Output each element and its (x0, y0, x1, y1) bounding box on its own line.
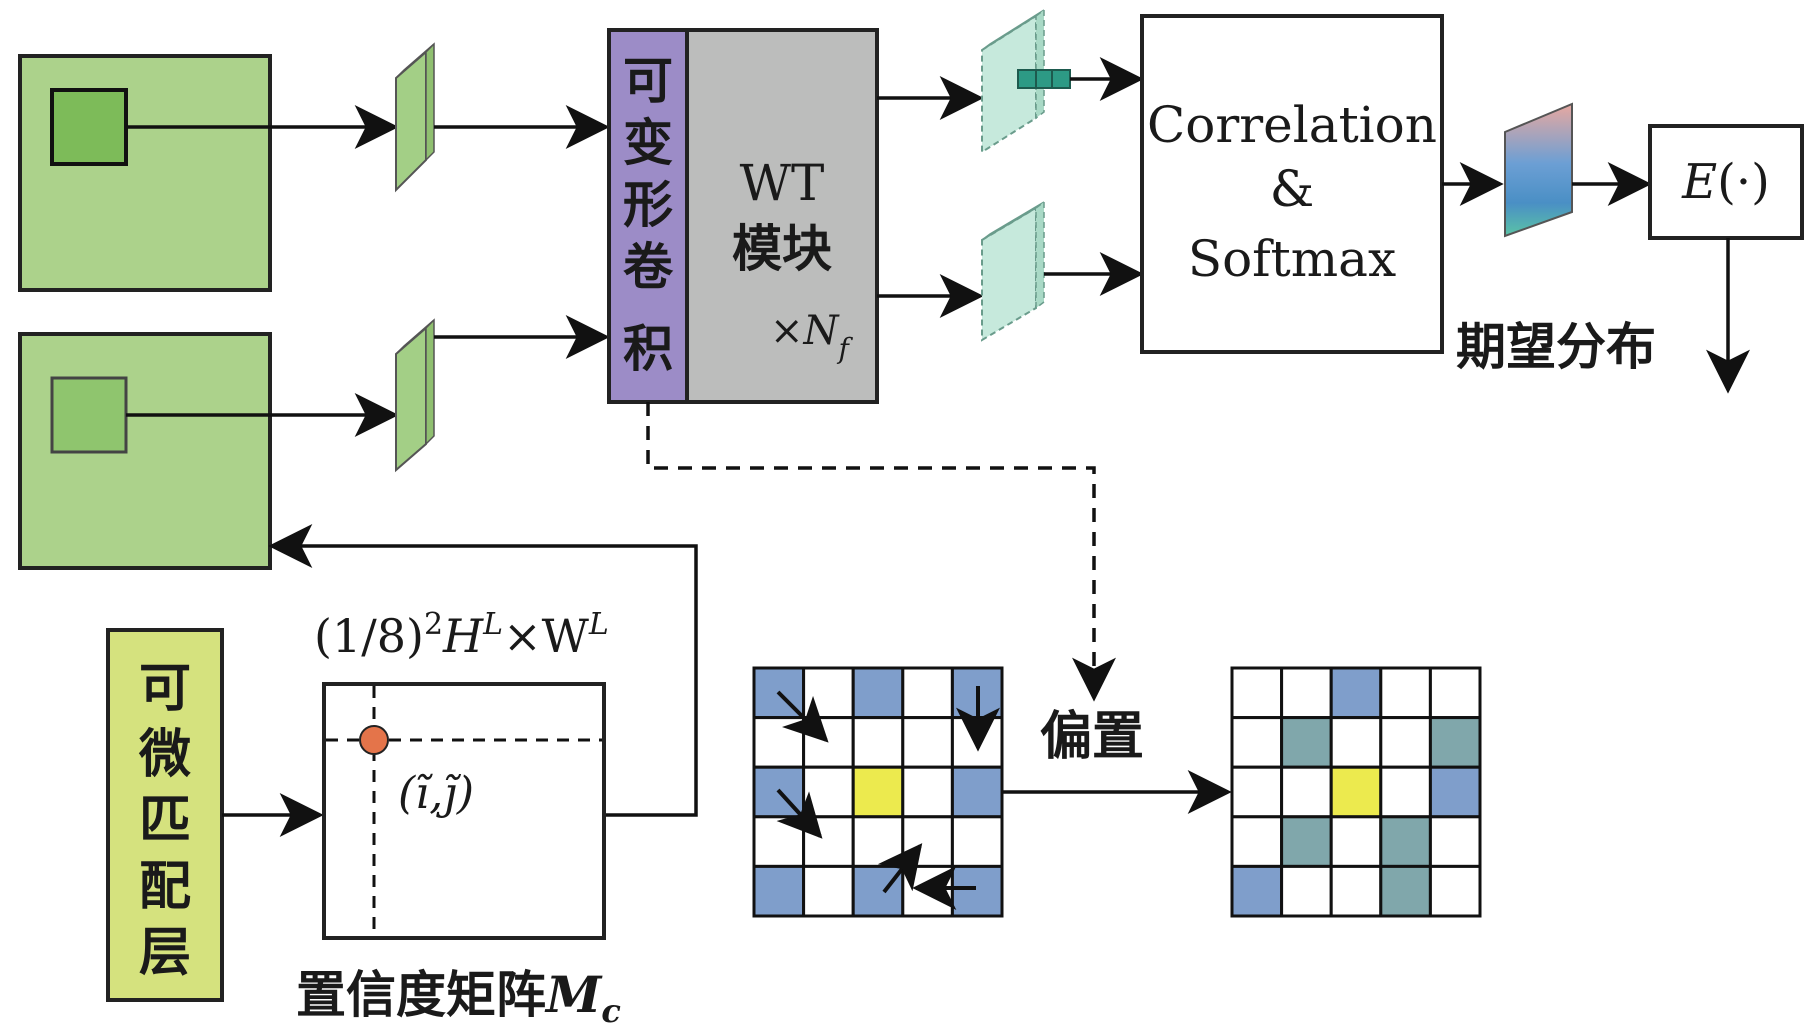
deform-conv-char-2: 形 (623, 176, 673, 234)
grid-cell (1230, 666, 1284, 720)
grid-cell (752, 815, 806, 868)
feature-map-bottom (395, 318, 435, 473)
wt-module-block (685, 28, 879, 404)
grid-cell (1428, 765, 1482, 819)
differentiable-matching-layer (106, 628, 224, 1002)
correlation-label: Correlation (1147, 96, 1437, 154)
transformed-feature-bottom (981, 200, 1045, 342)
grid-cell (1280, 716, 1333, 769)
grid-cell (1428, 815, 1482, 868)
grid-cell (1379, 716, 1432, 769)
deform-conv-char-4: 积 (623, 320, 673, 378)
grid-cell (901, 864, 954, 918)
grid-cell (901, 765, 954, 819)
grid-cell (1379, 864, 1432, 918)
offset-arrow (776, 690, 829, 743)
offset-grid-after (1230, 666, 1482, 918)
grid-cell (1379, 765, 1432, 819)
grid-cell (1230, 864, 1284, 918)
grid-cell (1280, 765, 1333, 819)
confidence-point-label: (ĩ,j̃) (398, 768, 474, 819)
grid-cell (851, 716, 905, 769)
matching-layer-char-1: 微 (138, 725, 191, 785)
grid-cell (950, 815, 1004, 868)
grid-cell (1280, 815, 1333, 868)
grid-cell (901, 666, 954, 720)
grid-cell (1428, 716, 1482, 769)
grid-cell (950, 864, 1004, 918)
offset-arrow (877, 843, 923, 894)
grid-cell (802, 666, 855, 720)
wt-module-title: WT (740, 154, 825, 212)
grid-cell (1379, 815, 1432, 868)
softmax-label: Softmax (1188, 230, 1396, 288)
offset-arrow (776, 788, 823, 839)
grid-cell (802, 864, 855, 918)
image-patch-top (50, 88, 128, 166)
grid-cell (1379, 666, 1432, 720)
correlation-softmax-box (1140, 14, 1444, 354)
grid-cell (851, 765, 905, 819)
grid-cell (1329, 716, 1383, 769)
feedback-path (268, 524, 698, 817)
matching-layer-char-0: 可 (139, 659, 191, 719)
expected-distribution-label: 期望分布 (1456, 318, 1656, 376)
grid-cell (851, 815, 905, 868)
wt-module-subtitle: 模块 (732, 220, 832, 278)
matching-layer-char-2: 匹 (139, 791, 191, 851)
wt-repeat-label: ×Nf (770, 308, 854, 365)
expectation-label: E(·) (1681, 154, 1770, 210)
image-patch-bottom (50, 376, 128, 454)
ampersand-label: & (1270, 160, 1315, 218)
probability-volume (1504, 102, 1573, 238)
grid-cell (1329, 765, 1383, 819)
grid-cell (1329, 666, 1383, 720)
feature-vector-cell (1017, 69, 1071, 89)
deform-conv-char-3: 卷 (623, 238, 674, 296)
expectation-box (1648, 124, 1804, 240)
grid-cell (802, 765, 855, 819)
deform-conv-char-1: 变 (623, 114, 673, 172)
transformed-feature-top (981, 8, 1045, 154)
grid-cell (1230, 765, 1284, 819)
confidence-peak-point (359, 725, 389, 755)
dashed-offset-path (646, 402, 1116, 702)
grid-cell (752, 716, 806, 769)
deform-conv-char-0: 可 (623, 52, 673, 110)
grid-cell (851, 864, 905, 918)
offset-vectors (776, 686, 1000, 910)
grid-cell (752, 864, 806, 918)
grid-cell (1329, 864, 1383, 918)
matching-layer-char-3: 配 (139, 857, 191, 917)
offset-label: 偏置 (1040, 707, 1144, 767)
grid-cell (1230, 716, 1284, 769)
grid-cell (901, 716, 954, 769)
grid-cell (1329, 815, 1383, 868)
grid-cell (1280, 864, 1333, 918)
grid-cell (1280, 666, 1333, 720)
grid-cell (950, 765, 1004, 819)
confidence-matrix-caption: 置信度矩阵Mc (296, 965, 621, 1028)
matching-layer-char-4: 层 (139, 923, 191, 983)
grid-cell (1230, 815, 1284, 868)
grid-cell (1428, 864, 1482, 918)
grid-cell (1428, 666, 1482, 720)
confidence-matrix-size-label: (1/8)2HL×WL (314, 607, 609, 663)
feature-map-top (395, 42, 435, 193)
grid-cell (851, 666, 905, 720)
